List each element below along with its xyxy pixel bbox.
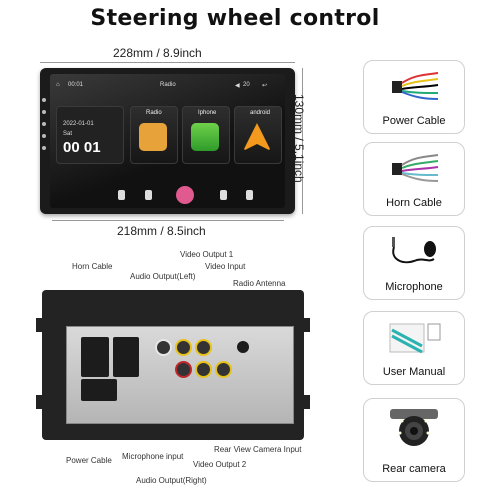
day-text: Sat [63, 131, 73, 137]
status-bar: ⌂ 00:01 Radio ◀ 20 ↩ [50, 78, 285, 94]
accessory-microphone: Microphone [363, 226, 465, 300]
audio-output-right-label: Audio Output(Right) [136, 476, 207, 485]
video-input-jack[interactable] [195, 339, 212, 356]
rear-camera-jack[interactable] [215, 361, 232, 378]
radio-icon [139, 123, 167, 151]
accessory-label: Power Cable [382, 115, 446, 127]
rear-chassis [66, 326, 294, 424]
mounting-tab [36, 395, 54, 409]
head-unit-back [36, 290, 310, 440]
dock-bar [50, 186, 285, 204]
horn-cable-icon [384, 151, 444, 185]
width-dimension-line-top [40, 62, 295, 63]
android-card-label: android [250, 110, 271, 116]
accessory-label: Microphone [385, 281, 443, 293]
carplay-icon [191, 123, 219, 151]
accessory-label: Rear camera [382, 463, 446, 475]
page-title: Steering wheel control [90, 6, 380, 31]
iphone-card[interactable]: Iphone [182, 106, 230, 164]
height-dimension-line [302, 68, 303, 214]
width-bottom-label: 218mm / 8.5inch [117, 224, 206, 238]
apps-icon[interactable] [145, 190, 152, 200]
settings-icon[interactable] [246, 190, 253, 200]
video-output-1-label: Video Output 1 [180, 250, 234, 259]
video-output-2-jack[interactable] [195, 361, 212, 378]
android-auto-icon [243, 123, 271, 151]
power-cable-connector[interactable] [81, 379, 117, 401]
side-button[interactable] [42, 146, 46, 150]
accessory-user-manual: User Manual [363, 311, 465, 385]
radio-antenna-socket[interactable] [237, 341, 249, 353]
width-top-label: 228mm / 8.9inch [113, 46, 202, 60]
microphone-input-label: Microphone input [122, 452, 184, 461]
menu-icon[interactable] [176, 186, 194, 204]
phone-icon[interactable] [118, 190, 125, 200]
accessory-label: Horn Cable [386, 197, 442, 209]
status-time: 00:01 [68, 82, 84, 88]
accessory-horn-cable: Horn Cable [363, 142, 465, 216]
volume-icon[interactable]: ◀ [235, 83, 240, 89]
width-dimension-line-bottom [52, 220, 284, 221]
radio-card-label: Radio [146, 110, 162, 116]
accessory-power-cable: Power Cable [363, 60, 465, 134]
side-button[interactable] [42, 122, 46, 126]
iso-connector[interactable] [113, 337, 139, 377]
clock-widget[interactable]: 2022-01-01 Sat 00 01 [56, 106, 124, 164]
audio-output-left-label: Audio Output(Left) [130, 272, 196, 281]
video-input-label: Video Input [205, 262, 246, 271]
side-button[interactable] [42, 134, 46, 138]
side-button[interactable] [42, 110, 46, 114]
radio-card[interactable]: Radio [130, 106, 178, 164]
touch-screen[interactable]: ⌂ 00:01 Radio ◀ 20 ↩ 2022-01-01 Sat 00 0… [50, 74, 285, 208]
video-output-2-label: Video Output 2 [193, 460, 247, 469]
microphone-icon [384, 235, 444, 269]
clock-text: 00 01 [63, 139, 101, 156]
iphone-card-label: Iphone [198, 110, 217, 116]
home-icon[interactable]: ⌂ [56, 82, 60, 88]
video-output-1-jack[interactable] [175, 339, 192, 356]
volume-value: 20 [243, 82, 250, 88]
audio-output-left-jack[interactable] [155, 339, 172, 356]
user-manual-icon [384, 320, 444, 354]
side-button[interactable] [42, 98, 46, 102]
accessory-label: User Manual [382, 366, 446, 378]
app-name: Radio [160, 82, 176, 88]
horn-cable-port-label: Horn Cable [72, 262, 113, 271]
horn-cable-connector[interactable] [81, 337, 109, 377]
mounting-tab [292, 395, 310, 409]
back-icon[interactable]: ↩ [262, 83, 268, 89]
radio-antenna-label: Radio Antenna [233, 279, 286, 288]
head-unit-front: ⌂ 00:01 Radio ◀ 20 ↩ 2022-01-01 Sat 00 0… [40, 68, 295, 214]
bluetooth-icon[interactable] [220, 190, 227, 200]
power-cable-icon [384, 69, 444, 103]
rear-camera-icon [384, 405, 444, 449]
mounting-tab [36, 318, 54, 332]
microphone-input-jack[interactable] [175, 361, 192, 378]
android-card[interactable]: android [234, 106, 282, 164]
rear-view-camera-input-label: Rear View Camera Input [214, 445, 302, 454]
power-cable-port-label: Power Cable [66, 456, 112, 465]
side-buttons [42, 90, 48, 182]
mounting-tab [292, 318, 310, 332]
accessory-rear-camera: Rear camera [363, 398, 465, 482]
date-text: 2022-01-01 [63, 121, 94, 127]
